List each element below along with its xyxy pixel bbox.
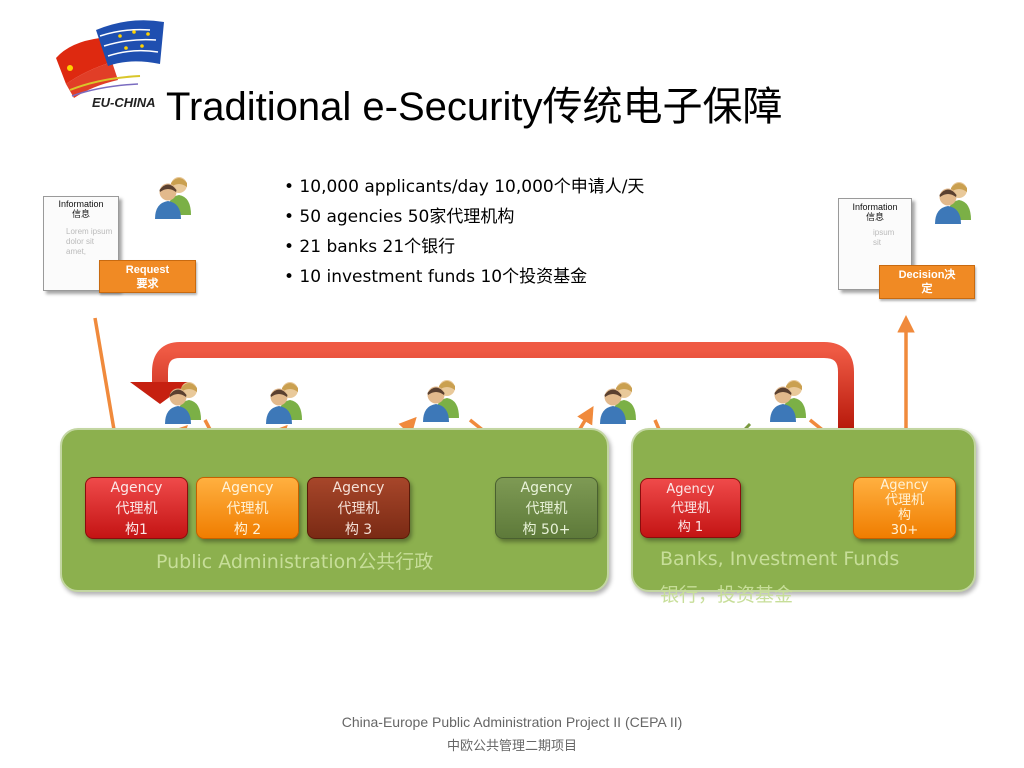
people-icon-decision xyxy=(935,182,971,224)
request-label: Request 要求 xyxy=(99,260,196,293)
bullet-list: • 10,000 applicants/day 10,000个申请人/天 • 5… xyxy=(284,172,644,292)
decision-label: Decision决 定 xyxy=(879,265,975,299)
agency-50-num: 构 50+ xyxy=(522,522,571,538)
bank-agency-1-en: Agency xyxy=(666,482,715,497)
people-icon-5 xyxy=(770,380,806,422)
agency-1[interactable]: Agency 代理机 构1 xyxy=(85,477,188,539)
bullet-applicants: • 10,000 applicants/day 10,000个申请人/天 xyxy=(284,177,645,197)
return-arrow-head xyxy=(130,382,190,404)
agency-3[interactable]: Agency 代理机 构 3 xyxy=(307,477,410,539)
doc-lorem-2: dolor sit xyxy=(66,237,95,246)
doc-title-cn: 信息 xyxy=(71,209,90,219)
banks-label-cn: 银行，投资基金 xyxy=(660,584,794,606)
agency-3-cn: 代理机 xyxy=(337,501,380,517)
people-icon-4 xyxy=(600,382,636,424)
doc-lorem-right-2: sit xyxy=(873,238,881,247)
bank-agency-30[interactable]: Agency 代理机 构 30+ xyxy=(853,477,956,539)
agency-2-en: Agency xyxy=(221,480,274,496)
bullet-funds: • 10 investment funds 10个投资基金 xyxy=(284,267,588,287)
people-icon-request xyxy=(155,177,191,219)
agency-1-en: Agency xyxy=(110,480,163,496)
banks-label-en: Banks, Investment Funds xyxy=(660,548,900,570)
agency-3-en: Agency xyxy=(332,480,385,496)
eu-china-logo xyxy=(56,20,164,98)
bank-agency-1[interactable]: Agency 代理机 构 1 xyxy=(640,478,741,538)
bank-agency-30-mid: 构 xyxy=(897,508,911,523)
agency-50-en: Agency xyxy=(520,480,573,496)
bank-agency-30-num: 30+ xyxy=(890,523,919,538)
bank-agency-30-en: Agency xyxy=(880,478,929,493)
public-administration-label: Public Administration公共行政 xyxy=(156,551,434,573)
agency-3-num: 构 3 xyxy=(344,522,373,538)
doc-lorem-3: amet, xyxy=(66,247,87,256)
request-document: Information 信息 Lorem ipsum dolor sit ame… xyxy=(43,196,119,291)
people-icon-3 xyxy=(423,380,459,422)
doc-lorem-right-1: ipsum xyxy=(873,228,895,237)
logo-text: EU-CHINA xyxy=(92,95,156,110)
agency-1-num: 构1 xyxy=(125,522,148,538)
people-icon-2 xyxy=(266,382,302,424)
return-arrow xyxy=(152,342,854,428)
bullet-banks: • 21 banks 21个银行 xyxy=(284,237,456,257)
doc-title-cn-right: 信息 xyxy=(865,212,884,222)
bank-agency-1-num: 构 1 xyxy=(677,520,704,535)
agency-2[interactable]: Agency 代理机 构 2 xyxy=(196,477,299,539)
bank-agency-1-cn: 代理机 xyxy=(670,501,710,516)
decision-label-line2: 定 xyxy=(921,283,933,295)
request-label-en: Request xyxy=(125,264,170,276)
footer-line-2: 中欧公共管理二期项目 xyxy=(446,738,577,753)
footer-line-1: China-Europe Public Administration Proje… xyxy=(341,714,683,730)
agency-50-cn: 代理机 xyxy=(525,501,568,517)
agency-1-cn: 代理机 xyxy=(115,501,158,517)
decision-label-line1: Decision决 xyxy=(898,269,956,281)
doc-lorem-1: Lorem ipsum xyxy=(66,227,113,236)
page-title: Traditional e-Security传统电子保障 xyxy=(166,85,783,129)
request-label-cn: 要求 xyxy=(136,278,159,290)
agency-2-cn: 代理机 xyxy=(226,501,269,517)
agency-50[interactable]: Agency 代理机 构 50+ xyxy=(495,477,598,539)
agency-2-num: 构 2 xyxy=(233,522,262,538)
bank-agency-30-cn: 代理机 xyxy=(884,493,924,508)
doc-title-en: Information xyxy=(58,199,104,209)
bullet-agencies: • 50 agencies 50家代理机构 xyxy=(284,207,515,227)
doc-title-en-right: Information xyxy=(852,202,898,212)
